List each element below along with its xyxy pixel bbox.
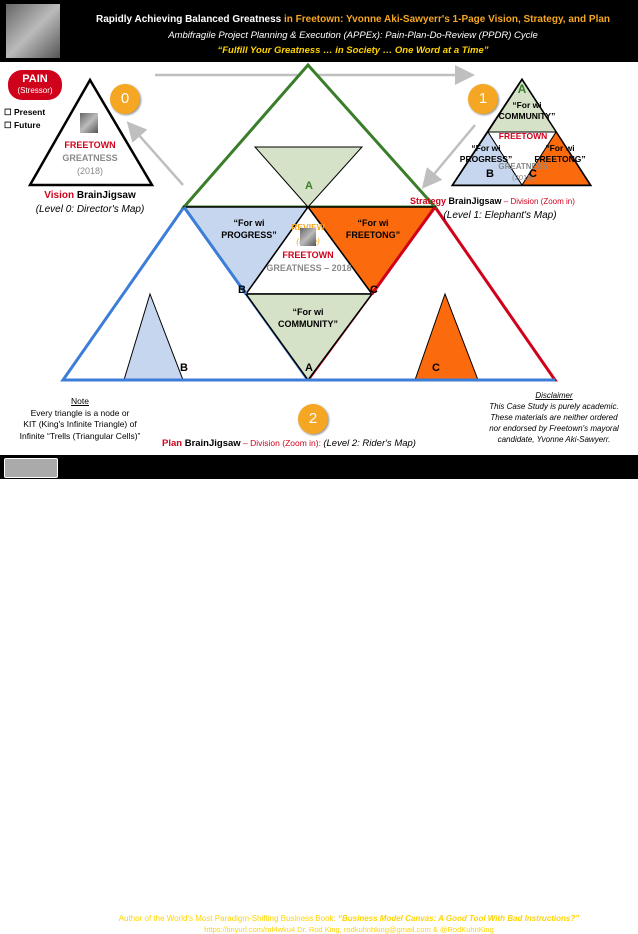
- pain-subtitle: (Stressor): [17, 86, 53, 95]
- checkbox-present[interactable]: ☐ Present: [4, 107, 46, 117]
- plan-vertex-top: A: [305, 180, 313, 192]
- checkbox-future[interactable]: ☐ Future: [4, 120, 41, 130]
- footer-link[interactable]: https://tinyurl.com/mf4wku4 Dr. Rod King…: [204, 925, 494, 934]
- plan-bottom-c: C: [432, 362, 440, 374]
- vision-photo: [80, 113, 98, 133]
- diagram-graphics: [27, 62, 593, 382]
- header-subtitle: Ambifragile Project Planning & Execution…: [168, 30, 538, 41]
- note-block: Note Every triangle is a node or KIT (Ki…: [5, 396, 155, 442]
- vision-level: (Level 0: Director's Map): [35, 204, 145, 215]
- badge-zero: 0: [110, 84, 140, 114]
- cc-license-icon: [4, 458, 58, 478]
- vision-line3: (2018): [76, 166, 103, 176]
- plan-photo: [300, 228, 316, 246]
- vision-line2: GREATNESS: [62, 153, 118, 163]
- plan-bottom-b: B: [180, 362, 188, 374]
- strategy-vertex-b: B: [486, 168, 494, 180]
- author-photo: [6, 4, 60, 58]
- header-title: Rapidly Achieving Balanced Greatness in …: [95, 14, 611, 25]
- vision-label: Vision BrainJigsaw: [44, 190, 136, 201]
- strategy-freetong: “For wi FREETONG”: [534, 143, 586, 164]
- strategy-progress: “For wi PROGRESS”: [459, 143, 513, 164]
- disclaimer-line: These materials are neither ordered: [490, 413, 618, 422]
- pain-title: PAIN: [22, 73, 48, 85]
- header-tagline: “Fulfill Your Greatness … in Society … O…: [217, 45, 489, 56]
- disclaimer-title: Disclaimer: [535, 391, 573, 400]
- strategy-sub-center: [487, 131, 557, 186]
- strategy-label: Strategy BrainJigsaw – Division (Zoom in…: [410, 196, 575, 206]
- arrow-plan-to-vision: [126, 121, 184, 186]
- plan-bottom-a: A: [305, 362, 313, 374]
- note-title: Note: [71, 396, 89, 406]
- note-line: KIT (King's Infinite Triangle) of: [23, 419, 137, 429]
- note-line: Infinite “Trells (Triangular Cells)”: [19, 430, 141, 441]
- strategy-year: (2018): [512, 173, 534, 182]
- footer-author: Author of the World's Most Paradigm-Shif…: [118, 914, 580, 923]
- plan-community: “For wi COMMUNITY”: [278, 307, 338, 329]
- disclaimer-line: This Case Study is purely academic.: [489, 402, 619, 411]
- plan-inner-c: C: [370, 284, 378, 296]
- plan-mid-bottom: [244, 293, 374, 382]
- badge-two: 2: [298, 404, 328, 434]
- plan-greatness: GREATNESS – 2018: [266, 263, 352, 273]
- plan-freetong: “For wi FREETONG”: [345, 218, 401, 240]
- strategy-greatness: GREATNESS: [498, 162, 548, 171]
- plan-label: Plan BrainJigsaw – Division (Zoom in): (…: [162, 438, 416, 449]
- plan-top-inner: [253, 146, 364, 208]
- note-line: Every triangle is a node or: [30, 407, 130, 418]
- badge-one: 1: [468, 84, 498, 114]
- footer-banner: Author of the World's Most Paradigm-Shif…: [0, 455, 638, 934]
- plan-inner-b: B: [238, 284, 246, 296]
- pain-badge: PAIN (Stressor): [8, 70, 62, 100]
- strategy-vertex-a: A: [517, 82, 527, 96]
- strategy-freetown: FREETOWN: [498, 131, 548, 141]
- header-banner: Rapidly Achieving Balanced Greatness in …: [0, 0, 638, 62]
- disclaimer-line: nor endorsed by Freetown's mayoral: [489, 424, 619, 433]
- disclaimer-block: Disclaimer This Case Study is purely aca…: [474, 390, 634, 445]
- plan-progress: “For wi PROGRESS”: [221, 218, 277, 240]
- vision-line1: FREETOWN: [64, 140, 116, 150]
- arrow-strategy-to-plan: [421, 124, 476, 189]
- plan-freetown: FREETOWN: [282, 250, 334, 260]
- plan-review: REVIEW: [291, 222, 325, 232]
- strategy-vertex-c: C: [529, 168, 537, 180]
- strategy-level: (Level 1: Elephant's Map): [443, 210, 557, 221]
- pain-checklist: ☐ Present ☐ Future: [4, 106, 45, 132]
- strategy-community: “For wi COMMUNITY”: [498, 100, 556, 121]
- disclaimer-line: candidate, Yvonne Aki-Sawyerr.: [497, 435, 611, 444]
